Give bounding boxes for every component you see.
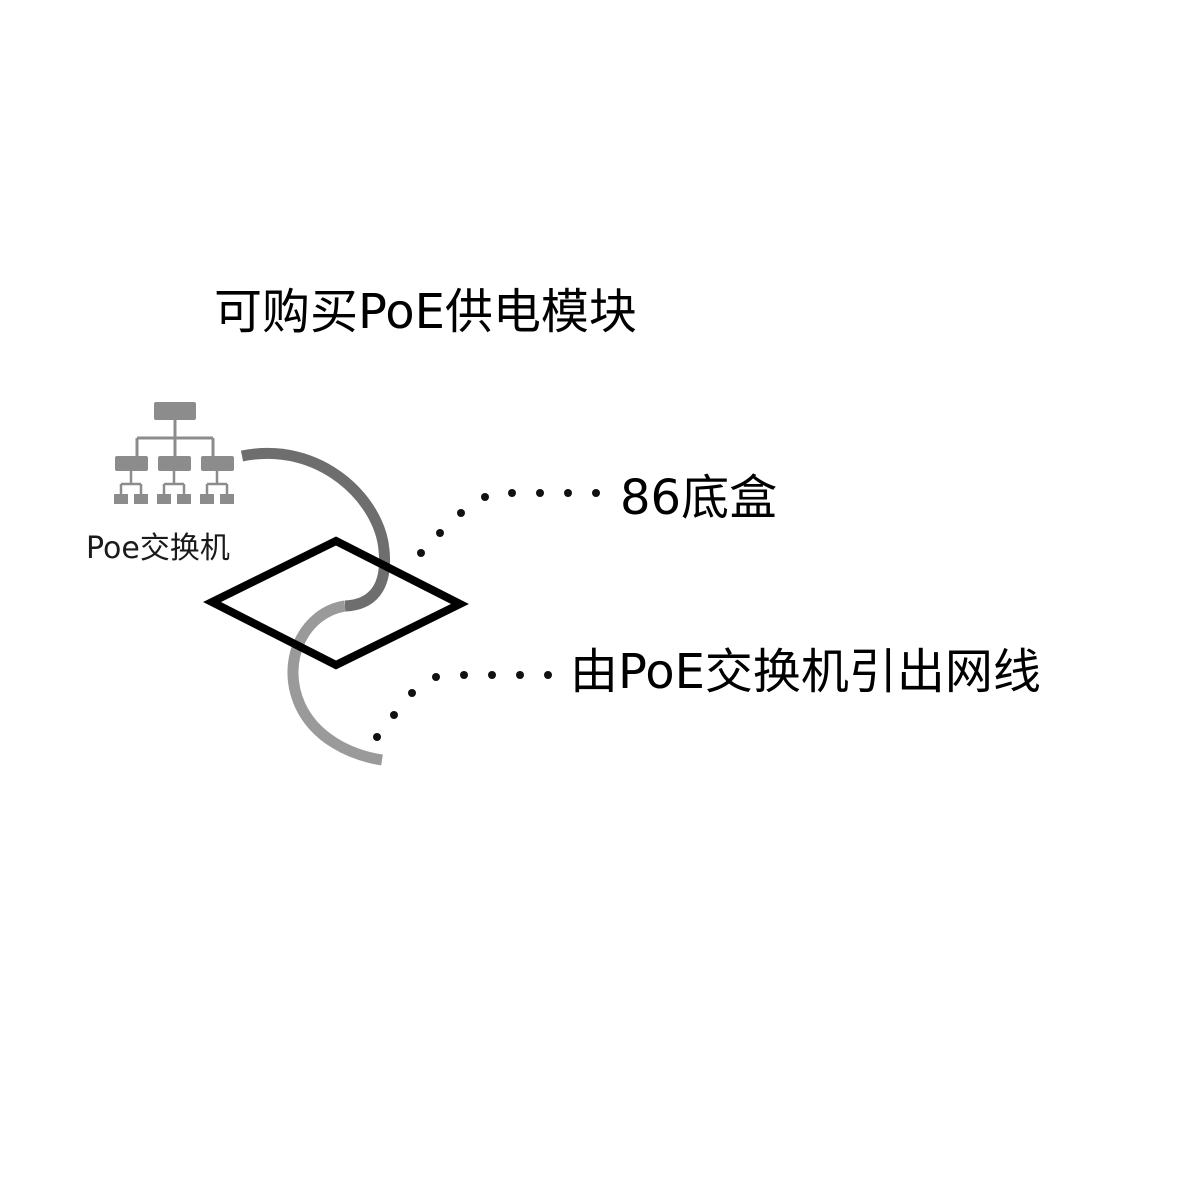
network-cable-upper: [240, 447, 391, 612]
switch-label: Poe交换机: [86, 531, 230, 566]
leader-line-box: [417, 489, 600, 557]
network-switch-icon: [114, 402, 234, 504]
title-label: 可购买PoE供电模块: [214, 284, 637, 340]
cable-label: 由PoE交换机引出网线: [570, 644, 1041, 700]
wall-box-86-outline: [203, 536, 469, 670]
network-cable-lower: [287, 600, 383, 766]
box-label: 86底盒: [620, 470, 778, 526]
leader-line-cable: [373, 671, 552, 741]
